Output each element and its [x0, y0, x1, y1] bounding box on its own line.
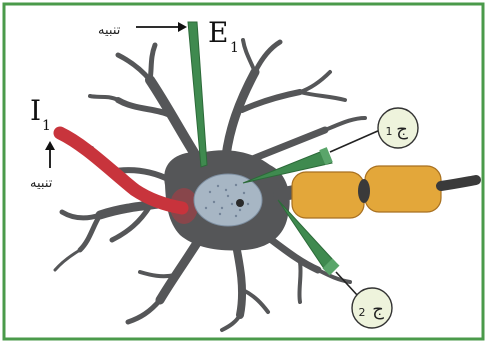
- nucleolus: [236, 199, 244, 207]
- top-electrode-letter: E: [208, 16, 228, 49]
- probe1-bubble: ج 1: [378, 108, 418, 148]
- probe2-sub: 2: [359, 306, 366, 319]
- probe2-letter: ج: [372, 299, 384, 320]
- red-electrode-spread: [170, 188, 198, 224]
- probe1-letter: ج: [396, 119, 408, 140]
- probe2-bubble: ج 2: [352, 288, 392, 328]
- probe1-sub: 1: [386, 125, 393, 138]
- top-stimulus-label: تنبيه: [98, 23, 121, 38]
- nucleus: [194, 174, 262, 226]
- left-electrode-letter: I: [30, 94, 41, 127]
- top-electrode-sub: 1: [230, 40, 239, 56]
- left-stimulus-label: تنبيه: [30, 176, 53, 191]
- left-electrode-sub: 1: [42, 118, 51, 134]
